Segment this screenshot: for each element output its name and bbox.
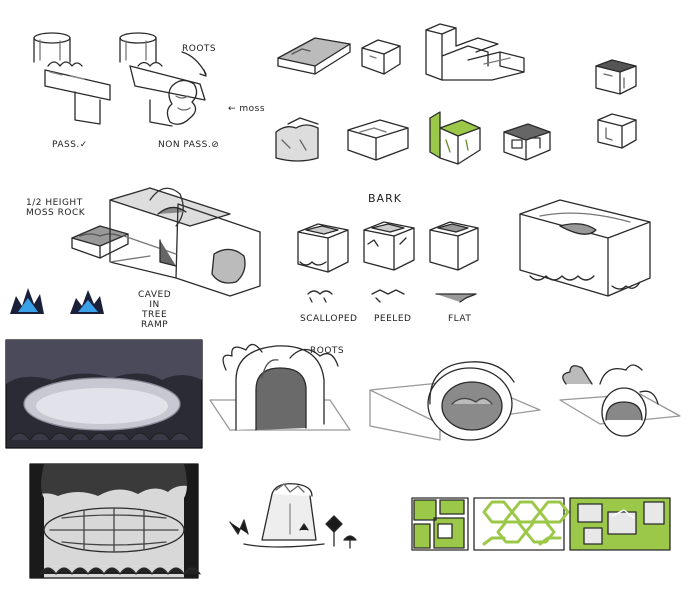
dark-rings-block [503, 123, 551, 161]
hollow-log-tunnel [369, 361, 541, 441]
cube-outline-right [597, 113, 637, 149]
cracked-stump-block [275, 117, 319, 162]
flat-label: FLAT [448, 314, 472, 324]
log-arch-roots [209, 343, 351, 431]
non-pass-label: NON PASS.⊘ [158, 140, 220, 150]
moss-block [429, 111, 481, 165]
moss-label: ← moss [228, 104, 266, 114]
bark-label: BARK [368, 192, 402, 205]
small-cube-block [361, 39, 401, 75]
moss-tile-patch [411, 497, 469, 551]
half-height-moss-rock-label: 1/2 HEIGHT MOSS ROCK [26, 198, 86, 218]
roots-label-top: ROOTS [182, 44, 217, 54]
bark-edge-profiles [307, 289, 477, 303]
blue-crystal-right [70, 290, 104, 314]
peeled-label: PEELED [374, 314, 412, 324]
caved-tree-ramp [109, 187, 261, 297]
bark-block-scalloped [297, 223, 349, 273]
broken-stump-with-flowers [229, 483, 357, 549]
moss-block-pattern-tile [569, 497, 671, 551]
bark-block-flat [429, 221, 479, 271]
stump-pass-sketch [33, 32, 111, 125]
pass-label: PASS.✓ [52, 140, 88, 150]
caved-tree-ramp-label: CAVED IN TREE RAMP [138, 290, 172, 330]
moss-rock-half-height [71, 225, 129, 259]
dark-arena-panel [5, 339, 203, 449]
roots-label-mid: ROOTS [310, 346, 345, 356]
stump-nonpass-sketch [119, 32, 207, 127]
scalloped-label: SCALLOPED [300, 314, 358, 324]
cube-outline-top-right [595, 59, 637, 95]
moss-hex-tile [473, 497, 570, 551]
gray-slab-block [347, 119, 409, 161]
broken-log-roots [559, 364, 681, 437]
grayscale-arena-panel [29, 463, 201, 579]
blue-crystal-left [10, 288, 44, 314]
stepped-tower-block [425, 23, 525, 81]
bark-block-peeled [363, 221, 415, 271]
flat-slab-block [277, 37, 351, 75]
large-stump-block [519, 199, 651, 297]
